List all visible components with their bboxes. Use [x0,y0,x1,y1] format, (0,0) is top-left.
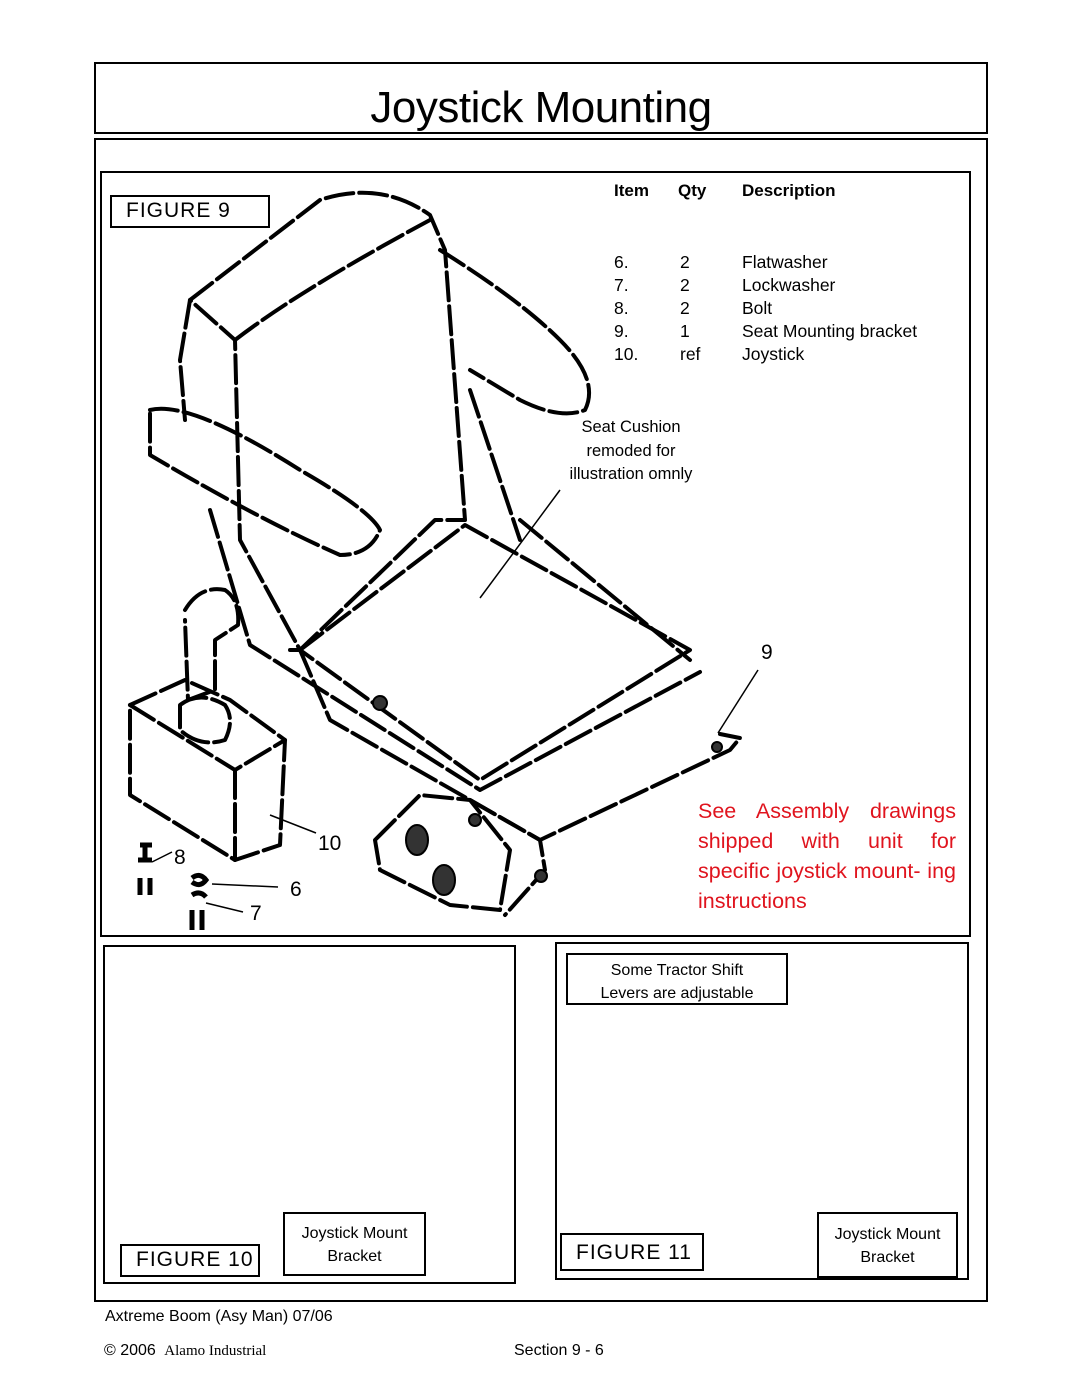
parts-header-item: Item [614,181,649,200]
parts-item: 10. [614,344,639,364]
parts-item: 9. [614,321,629,341]
mounting-bracket [298,648,742,842]
bracket-label-line: Bracket [327,1248,382,1265]
figure9-label: FIGURE 9 [110,195,270,228]
bracket-bolt-hole [534,869,548,883]
seat-frame [208,508,702,792]
parts-header-description: Description [742,181,836,200]
seat-bolt-hole [372,695,388,711]
figure10-bracket-label: Joystick Mount Bracket [283,1212,426,1276]
bolt-glyph [137,878,153,895]
shift-note-line: Levers are adjustable [600,985,754,1002]
figure10-panel [103,945,516,1284]
seat-back-inner [233,218,432,342]
callout-leader-8 [151,851,173,863]
bracket-label-line: Bracket [860,1249,915,1266]
bracket-label-line: Joystick Mount [301,1225,408,1242]
parts-description: Joystick [742,344,805,364]
bracket-hole [432,864,456,896]
seat-base [298,523,692,782]
parts-qty: 2 [680,252,690,272]
parts-header-qty: Qty [678,181,707,200]
bracket-hole [405,824,429,856]
parts-row: 10. ref Joystick [614,344,974,367]
cushion-note: Seat Cushion remoded for illustration om… [546,416,716,487]
mounting-bracket-plate [373,793,512,912]
copyright-text: © 2006 [104,1342,156,1359]
parts-description: Seat Mounting bracket [742,321,918,341]
washer-glyph [190,872,210,888]
footer-manual-ref: Axtreme Boom (Asy Man) 07/06 [105,1308,333,1325]
footer-copyright: © 2006 Alamo Industrial [104,1342,266,1360]
parts-qty: 2 [680,275,690,295]
cushion-note-line: remoded for [586,441,676,460]
callout-10: 10 [318,832,342,855]
seat-back-outline [188,190,467,652]
joystick-boot [178,695,232,745]
lockwasher-glyph [190,890,208,899]
figure9-panel [100,171,971,937]
callout-9: 9 [761,641,773,664]
joystick-box-edge [128,703,287,772]
parts-item: 6. [614,252,629,272]
cushion-note-line: Seat Cushion [581,418,681,436]
parts-item: 7. [614,275,629,295]
parts-qty: 2 [680,298,690,318]
content-frame [94,138,988,1302]
assembly-note: See Assembly drawings shipped with unit … [698,799,956,913]
parts-row: 9. 1 Seat Mounting bracket [614,321,974,344]
figure11-bracket-label: Joystick Mount Bracket [817,1212,958,1278]
parts-row: 7. 2 Lockwasher [614,275,974,298]
cushion-note-line: illustration omnly [569,465,693,483]
callout-leader-6 [211,883,279,888]
joystick-handle [183,587,241,702]
seat-back-side [178,298,192,422]
joystick-box [128,678,287,862]
parts-qty: ref [680,344,701,364]
company-name: Alamo Industrial [164,1343,267,1359]
bracket-bolt-hole [468,813,482,827]
parts-row: 6. 2 Flatwasher [614,252,974,275]
parts-description: Lockwasher [742,275,836,295]
callout-7: 7 [250,902,262,925]
bracket-label-line: Joystick Mount [834,1226,941,1243]
page-title: Joystick Mounting [370,83,712,132]
bolt-glyph [138,842,152,863]
callout-8: 8 [174,846,186,869]
bracket-bolt-hole [711,741,723,753]
bolt-glyph [189,910,205,930]
callout-leader-9 [717,669,759,734]
armrest-right-support [468,388,522,542]
seat-frame-side [518,518,692,662]
parts-description: Flatwasher [742,252,828,272]
parts-description: Bolt [742,298,773,318]
parts-qty: 1 [680,321,690,341]
figure10-label: FIGURE 10 [120,1244,260,1277]
callout-leader-10 [269,814,317,834]
figure11-label: FIGURE 11 [560,1233,704,1271]
armrest-left [148,406,382,557]
mounting-bracket-arm [468,798,547,917]
parts-row: 8. 2 Bolt [614,298,974,321]
footer-section: Section 9 - 6 [514,1342,604,1359]
shift-note: Some Tractor Shift Levers are adjustable [566,953,788,1005]
cushion-leader [479,489,561,599]
figure11-panel [555,942,969,1280]
shift-note-line: Some Tractor Shift [610,962,744,979]
title-frame [94,62,988,134]
callout-leader-7 [205,902,244,913]
armrest-right [438,248,592,416]
callout-6: 6 [290,878,302,901]
parts-item: 8. [614,298,629,318]
